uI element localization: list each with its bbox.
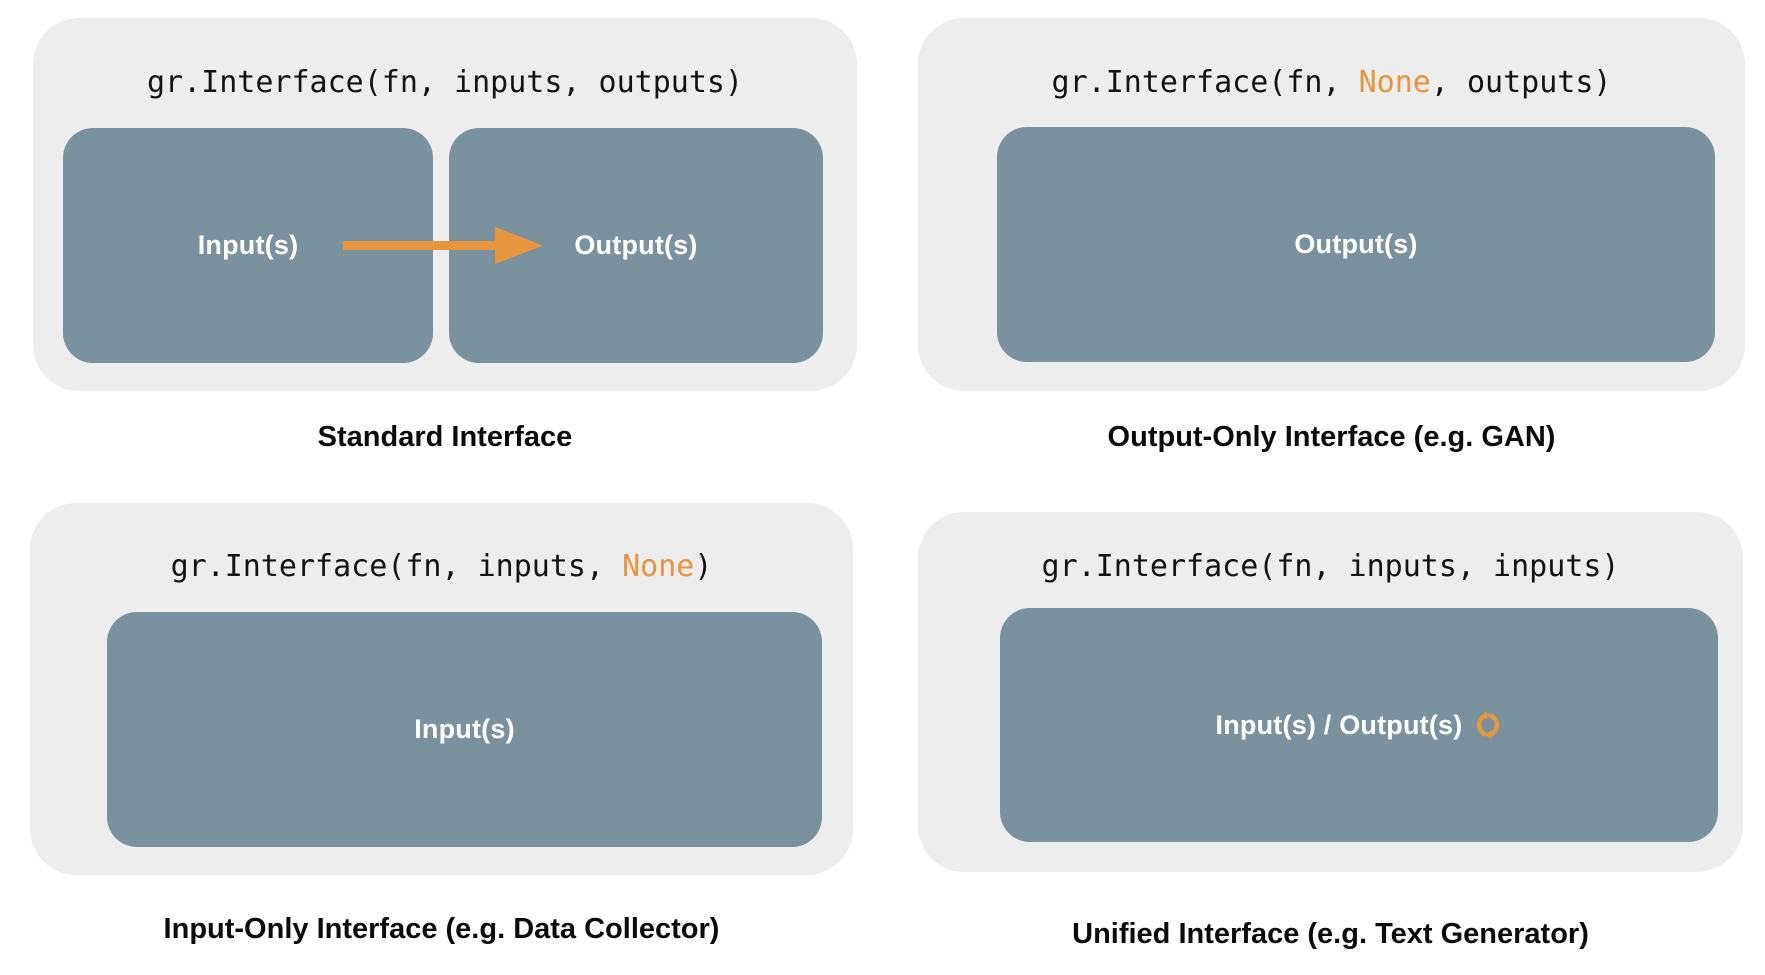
- input-box-label: Input(s): [414, 714, 515, 744]
- panel-unified-interface: gr.Interface(fn, inputs, inputs) Input(s…: [918, 512, 1743, 872]
- arrow-right-icon: [343, 227, 543, 264]
- caption-unified-interface: Unified Interface (e.g. Text Generator): [1072, 918, 1589, 950]
- code-segment: gr.Interface(fn, inputs,: [170, 549, 623, 584]
- input-output-box-label: Input(s) / Output(s): [1215, 709, 1463, 740]
- caption-standard-interface: Standard Interface: [317, 421, 573, 453]
- caption-input-only-interface: Input-Only Interface (e.g. Data Collecto…: [163, 913, 720, 945]
- code-line-unified: gr.Interface(fn, inputs, inputs): [918, 552, 1743, 582]
- code-line-input-only: gr.Interface(fn, inputs, None): [30, 552, 853, 582]
- code-line-standard: gr.Interface(fn, inputs, outputs): [33, 68, 857, 98]
- caption-output-only-interface: Output-Only Interface (e.g. GAN): [1107, 421, 1556, 453]
- code-segment: gr.Interface(fn, inputs, inputs): [1041, 549, 1620, 584]
- output-box-label: Output(s): [574, 230, 698, 260]
- input-output-box: Input(s) / Output(s): [1000, 608, 1718, 842]
- code-accent-segment: None: [1358, 65, 1431, 100]
- code-line-output-only: gr.Interface(fn, None, outputs): [918, 68, 1745, 98]
- input-box: Input(s): [107, 612, 822, 847]
- code-segment: , outputs): [1430, 65, 1612, 100]
- panel-output-only-interface: gr.Interface(fn, None, outputs) Output(s…: [918, 18, 1745, 391]
- output-box-label: Output(s): [1294, 229, 1418, 259]
- panel-input-only-interface: gr.Interface(fn, inputs, None) Input(s): [30, 503, 853, 875]
- sync-icon: [1477, 711, 1500, 739]
- input-box-label: Input(s): [197, 230, 299, 260]
- code-segment: gr.Interface(fn,: [1051, 65, 1359, 100]
- panel-standard-interface: gr.Interface(fn, inputs, outputs) Input(…: [33, 18, 857, 391]
- code-segment: ): [694, 549, 713, 584]
- output-box: Output(s): [997, 127, 1715, 362]
- code-accent-segment: None: [622, 549, 695, 584]
- code-segment: gr.Interface(fn, inputs, outputs): [146, 65, 744, 100]
